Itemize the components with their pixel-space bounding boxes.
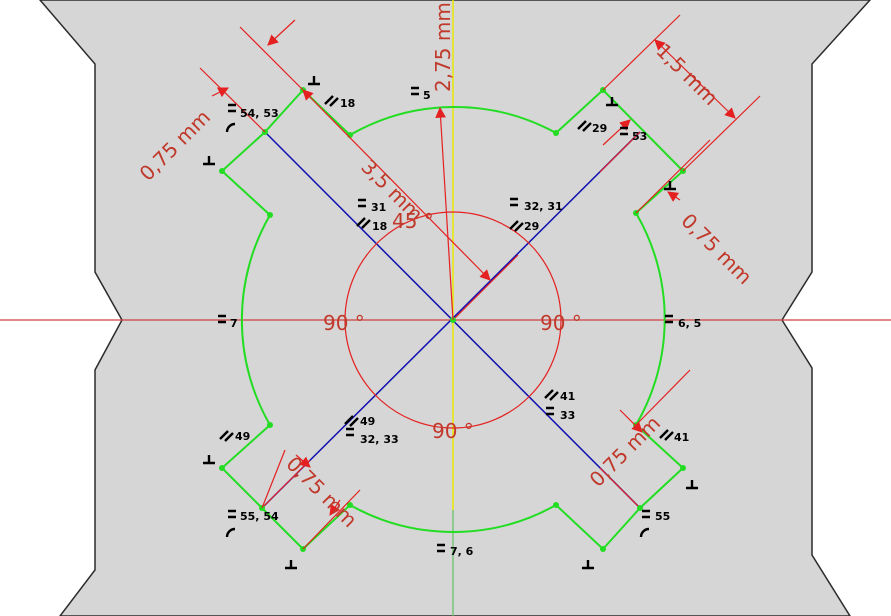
constraint-6-5[interactable]: 6, 5 <box>678 317 701 330</box>
sketch-profile <box>220 88 685 551</box>
constraint-18[interactable]: 18 <box>372 220 387 233</box>
diag-red-segment-se <box>599 467 641 509</box>
constraint-29[interactable]: 29 <box>524 220 539 233</box>
constraint-55-54[interactable]: 55, 54 <box>240 510 279 523</box>
constraint-55[interactable]: 55 <box>655 510 670 523</box>
constraint-7-6[interactable]: 7, 6 <box>450 545 474 558</box>
diag-red-segment-ne2 <box>599 131 641 173</box>
constraint-49[interactable]: 49 <box>360 415 375 428</box>
constraint-41-right[interactable]: 41 <box>674 431 689 444</box>
constraint-54-53[interactable]: 54, 53 <box>240 107 279 120</box>
constraint-32-31[interactable]: 32, 31 <box>524 200 563 213</box>
part-body <box>39 0 872 616</box>
constraint-7[interactable]: 7 <box>230 317 238 330</box>
angle-90-bottom[interactable]: 90 ° <box>432 419 474 443</box>
diag-red-segment-sw <box>261 459 311 509</box>
constraint-33[interactable]: 33 <box>560 409 575 422</box>
angle-90-left[interactable]: 90 ° <box>323 311 365 335</box>
constraint-29-top[interactable]: 29 <box>592 122 607 135</box>
constraint-53-right[interactable]: 53 <box>632 130 647 143</box>
dim-2-75[interactable]: 2,75 mm <box>431 2 455 92</box>
constraint-31[interactable]: 31 <box>371 201 386 214</box>
diag-red-segment-ne <box>452 254 519 321</box>
constraint-49-left[interactable]: 49 <box>235 430 250 443</box>
dimension-lines <box>199 14 761 550</box>
angle-90-right[interactable]: 90 ° <box>540 311 582 335</box>
profile-points[interactable] <box>219 87 686 552</box>
constraint-5[interactable]: 5 <box>423 89 431 102</box>
constraint-glyphs <box>203 76 698 570</box>
angle-45[interactable]: 45 ° <box>392 209 434 233</box>
constraint-32-33[interactable]: 32, 33 <box>360 433 399 446</box>
constraint-41[interactable]: 41 <box>560 390 575 403</box>
constraint-18-top[interactable]: 18 <box>340 97 355 110</box>
